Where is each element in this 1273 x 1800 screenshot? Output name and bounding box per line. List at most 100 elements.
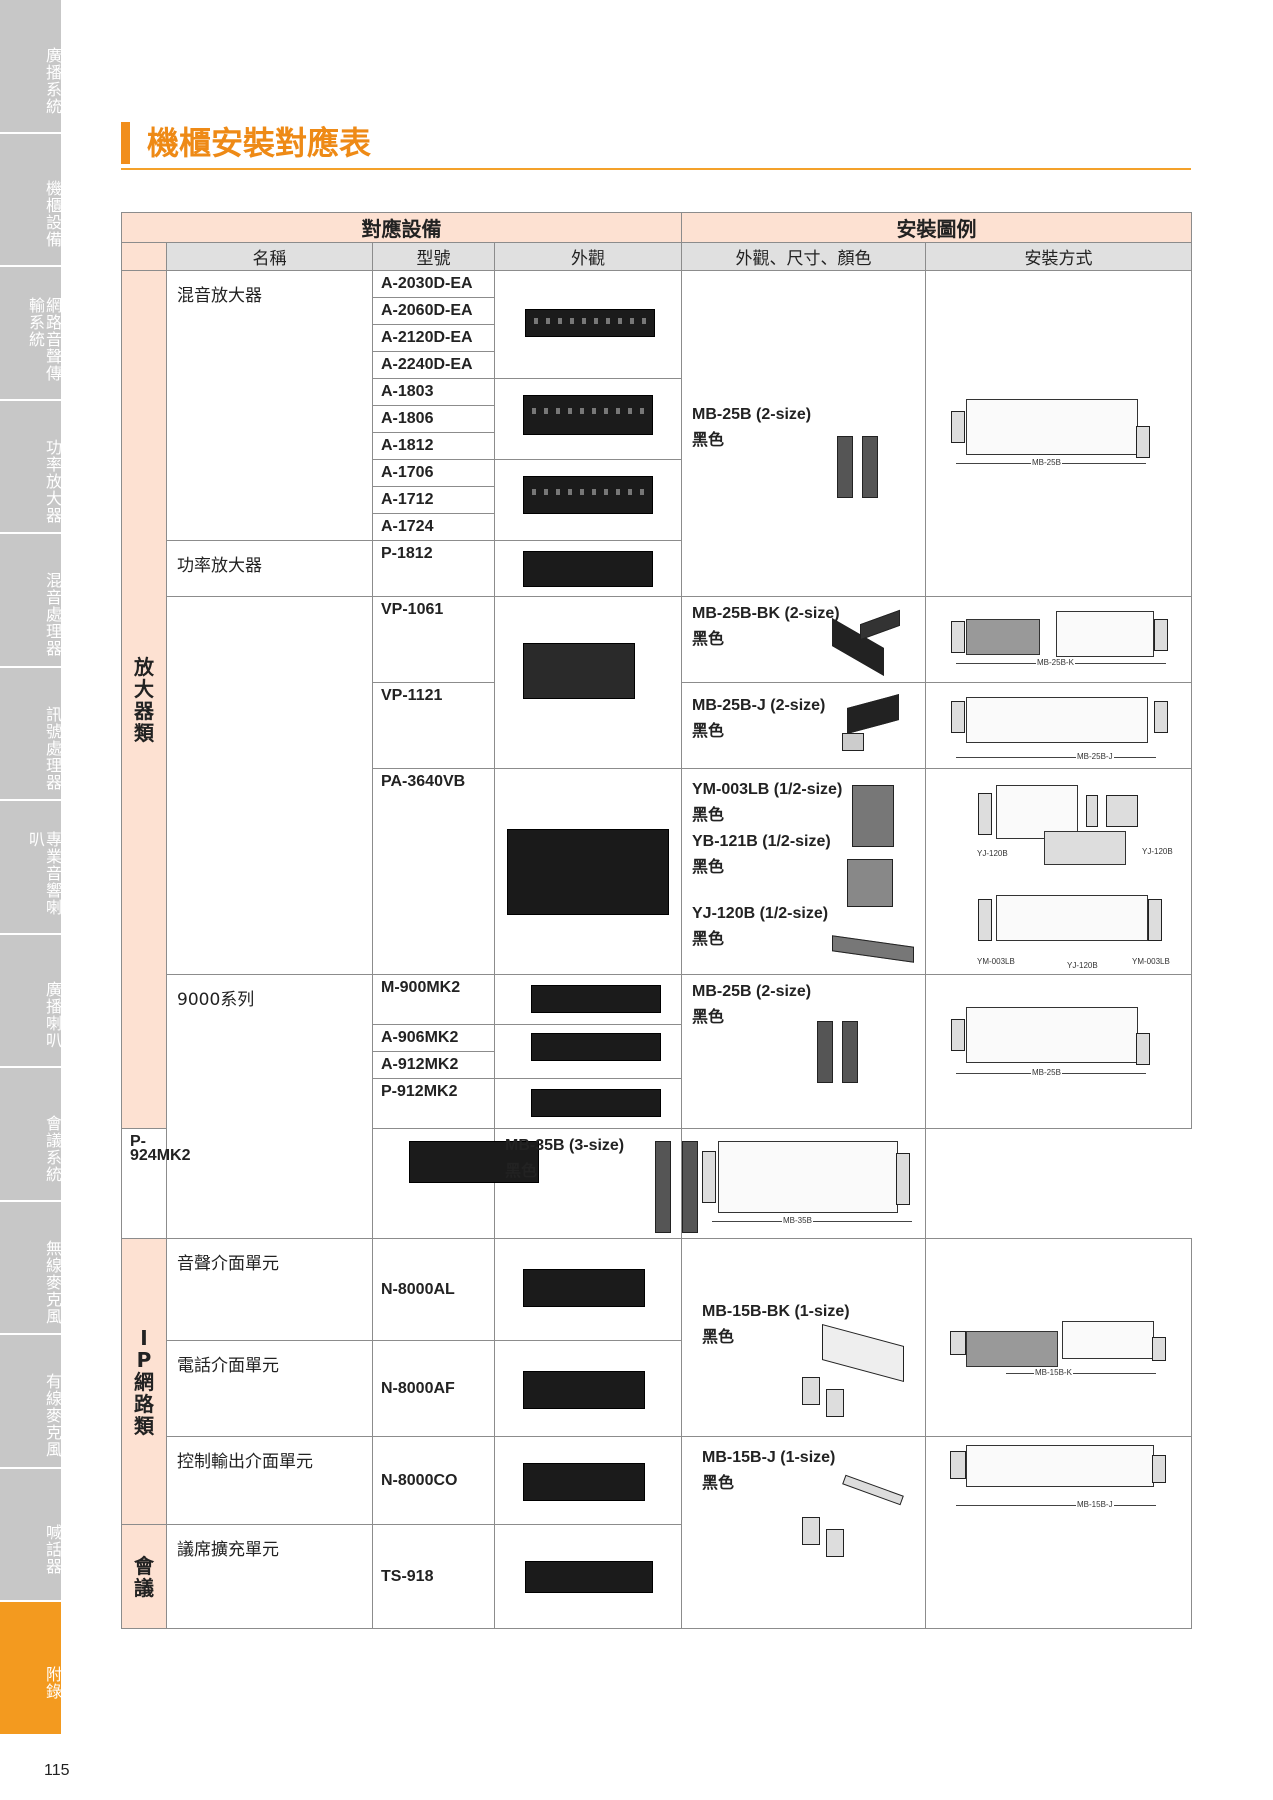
caption-mb35b: MB-35B [782, 1216, 813, 1225]
spec-mb25b-bk-color: 黑色 [692, 629, 725, 648]
spec-yj120b-label: YJ-120B (1/2-size) [692, 905, 829, 922]
model-p912mk2: P-912MK2 [372, 1078, 495, 1129]
side-tab-4[interactable]: 混音處理器 [0, 534, 62, 666]
page-title: 機櫃安裝對應表 [147, 124, 372, 162]
side-tab-11[interactable]: 喊話器 [0, 1468, 62, 1600]
name-phone-interface: 電話介面單元 [166, 1340, 373, 1437]
title-block: 機櫃安裝對應表 [121, 122, 1191, 170]
device-photo-a900mk2 [494, 1024, 682, 1079]
spec-mb15b-j: MB-15B-J (1-size) 黑色 [681, 1436, 926, 1629]
spec-mb15b-j-label: MB-15B-J (1-size) [702, 1449, 836, 1466]
category-conference: 會議 [121, 1524, 167, 1629]
model-a2240d: A-2240D-EA [372, 351, 495, 379]
caption-yj120b-b: YJ-120B [1141, 847, 1174, 856]
side-tab-7[interactable]: 廣播喇叭 [0, 934, 62, 1066]
model-a1806: A-1806 [372, 405, 495, 433]
model-a2030d: A-2030D-EA [372, 270, 495, 298]
name-power-amp-blank [166, 596, 373, 975]
spec-mb25b-bk: MB-25B-BK (2-size) 黑色 [681, 596, 926, 683]
device-photo-n8000co [494, 1436, 682, 1525]
col-header-method: 安裝方式 [925, 242, 1192, 271]
device-photo-n8000af [494, 1340, 682, 1437]
col-header-spec: 外觀、尺寸、顏色 [681, 242, 926, 271]
spec-ym003lb-color: 黑色 [692, 805, 725, 824]
side-tab-2[interactable]: 網路音聲傳輸系統 [0, 267, 62, 399]
spec-mb25b-b-label: MB-25B (2-size) [692, 983, 812, 1000]
spec-mb35b: MB-35B (3-size) 黑色 [494, 1128, 698, 1239]
rack-ear-image [837, 436, 853, 498]
device-photo-pa3640vb [494, 768, 682, 975]
model-m900mk2: M-900MK2 [372, 974, 495, 1025]
model-a1803: A-1803 [372, 378, 495, 406]
side-navigation: 廣播系統機櫃設備網路音聲傳輸系統功率放大器混音處理器訊號處理器專業音響喇叭廣播喇… [0, 0, 62, 1740]
spec-yb121b-color: 黑色 [692, 857, 725, 876]
device-photo-a1700 [494, 459, 682, 541]
header-install: 安裝圖例 [681, 212, 1192, 243]
model-p1812: P-1812 [372, 540, 495, 597]
caption-mb15b-k: MB-15B-K [1034, 1368, 1073, 1377]
device-photo-ts918 [494, 1524, 682, 1629]
rack-ear-image [655, 1141, 671, 1233]
spec-ym003lb-label: YM-003LB (1/2-size) [692, 781, 843, 798]
side-tab-10[interactable]: 有線麥克風 [0, 1335, 62, 1467]
model-a906mk2: A-906MK2 [372, 1024, 495, 1052]
spec-mb35b-label: MB-35B (3-size) [505, 1137, 625, 1154]
mount-half-size: YJ-120B YJ-120B YM-003LB YJ-120B YM-003L… [925, 768, 1192, 975]
side-tab-3[interactable]: 功率放大器 [0, 400, 62, 532]
mount-mb25b-b: MB-25B [925, 974, 1192, 1129]
side-tab-0[interactable]: 廣播系統 [0, 0, 62, 132]
device-photo-m900mk2 [494, 974, 682, 1025]
category-ip: IP網路類 [121, 1238, 167, 1525]
side-tab-6[interactable]: 專業音響喇叭 [0, 801, 62, 933]
model-a2120d: A-2120D-EA [372, 324, 495, 352]
caption-mb25b-a: MB-25B [1031, 458, 1062, 467]
mount-mb25b-a: MB-25B [925, 270, 1192, 597]
mount-mb15b-bk: MB-15B-K [925, 1238, 1192, 1437]
model-n8000co: N-8000CO [372, 1436, 495, 1525]
side-tab-5[interactable]: 訊號處理器 [0, 667, 62, 799]
model-a912mk2: A-912MK2 [372, 1051, 495, 1079]
rack-ear-image [817, 1021, 833, 1083]
col-header-appearance: 外觀 [494, 242, 682, 271]
side-tab-12[interactable]: 附錄 [0, 1602, 62, 1734]
name-mixer-amp: 混音放大器 [166, 270, 373, 541]
spec-mb25b-j-color: 黑色 [692, 721, 725, 740]
category-amp: 放大器類 [121, 270, 167, 1129]
spec-yb121b-label: YB-121B (1/2-size) [692, 833, 831, 850]
spec-mb25b-j-label: MB-25B-J (2-size) [692, 697, 826, 714]
side-tab-8[interactable]: 會議系統 [0, 1068, 62, 1200]
model-p924mk2: P-924MK2 [121, 1128, 190, 1239]
mount-mb25b-bk: MB-25B-K [925, 596, 1192, 683]
device-photo-p912mk2 [494, 1078, 682, 1129]
caption-ym003lb-b: YM-003LB [1131, 957, 1171, 966]
device-photo-vp [494, 596, 682, 769]
spec-mb25b-b-color: 黑色 [692, 1007, 725, 1026]
rack-ear-image [842, 1021, 858, 1083]
spec-mb25b-b: MB-25B (2-size) 黑色 [681, 974, 926, 1129]
model-a1812: A-1812 [372, 432, 495, 460]
name-audio-interface: 音聲介面單元 [166, 1238, 373, 1341]
model-a1712: A-1712 [372, 486, 495, 514]
header-blank [121, 242, 167, 271]
model-pa3640vb: PA-3640VB [372, 768, 495, 975]
spec-mb25b-j: MB-25B-J (2-size) 黑色 [681, 682, 926, 769]
spec-mb15b-bk: MB-15B-BK (1-size) 黑色 [681, 1238, 926, 1437]
col-header-model: 型號 [372, 242, 495, 271]
device-photo-a2000 [494, 270, 682, 379]
model-ts918: TS-918 [372, 1524, 495, 1629]
mount-mb15b-j: MB-15B-J [925, 1436, 1192, 1629]
name-control-output-interface: 控制輸出介面單元 [166, 1436, 373, 1525]
mount-mb25b-j: MB-25B-J [925, 682, 1192, 769]
device-photo-p924mk2 [372, 1128, 539, 1239]
caption-yj120b-a: YJ-120B [976, 849, 1009, 858]
spec-mb25b-bk-label: MB-25B-BK (2-size) [692, 605, 840, 622]
name-9000-series: 9000系列 [166, 974, 373, 1239]
spec-half-size: YM-003LB (1/2-size) 黑色 YB-121B (1/2-size… [681, 768, 926, 975]
name-power-amp: 功率放大器 [166, 540, 373, 597]
caption-mb25b-j: MB-25B-J [1076, 752, 1114, 761]
header-equipment: 對應設備 [121, 212, 682, 243]
side-tab-9[interactable]: 無線麥克風 [0, 1201, 62, 1333]
model-n8000al: N-8000AL [372, 1238, 495, 1341]
device-photo-n8000al [494, 1238, 682, 1341]
side-tab-1[interactable]: 機櫃設備 [0, 133, 62, 265]
